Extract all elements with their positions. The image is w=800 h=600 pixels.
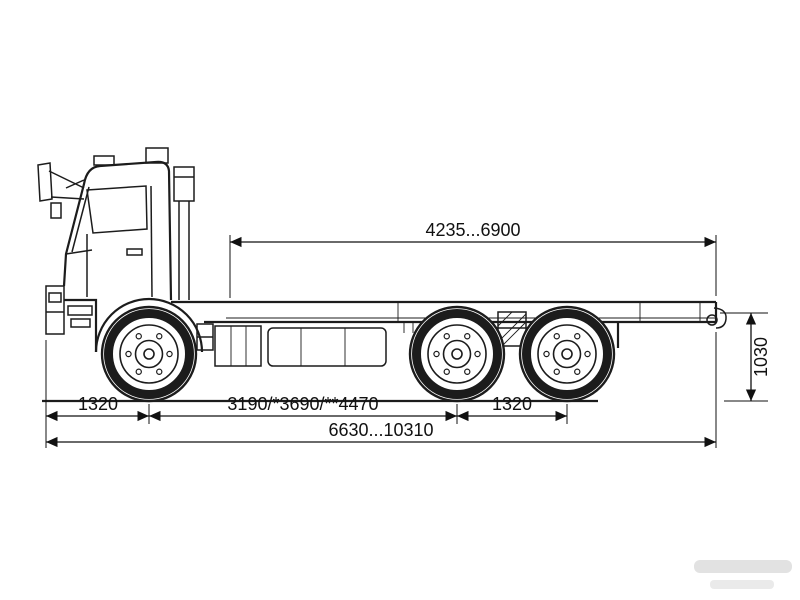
chassis-frame xyxy=(171,300,718,333)
front-overhang-label: 1320 xyxy=(78,394,118,414)
tow-hook-curve xyxy=(713,307,727,329)
door-handle xyxy=(126,248,143,256)
roof-intake-box xyxy=(145,147,169,164)
cab-sill xyxy=(64,298,98,352)
battery-box xyxy=(214,325,262,367)
truck-drawing xyxy=(37,147,727,401)
frame-height-label: 1030 xyxy=(751,337,771,377)
sun-visor xyxy=(65,179,85,189)
mirror-glass xyxy=(37,162,53,202)
rear-wheel-2 xyxy=(520,307,614,401)
front-bumper xyxy=(45,285,65,335)
frame-length-label: 4235...6900 xyxy=(425,220,520,240)
bogie-spacing-label: 1320 xyxy=(492,394,532,414)
tow-hook xyxy=(706,307,727,329)
side-window xyxy=(86,185,148,234)
dim-frame-height: 1030 xyxy=(720,312,771,402)
battery-box-ribs xyxy=(230,326,247,366)
watermark-bar-2 xyxy=(710,580,774,589)
windshield-edge xyxy=(71,186,90,253)
dimensions: 4235...6900 1030 1320 3190/*3690/**4470 … xyxy=(45,220,771,448)
fuel-tank xyxy=(267,327,387,367)
headlight xyxy=(48,292,62,303)
fuel-tank-straps xyxy=(300,328,346,366)
tow-hook-eye xyxy=(706,314,718,326)
balancer-hatch xyxy=(497,311,527,347)
door-seam-rear xyxy=(150,185,153,298)
front-wheel xyxy=(102,307,196,401)
watermark xyxy=(694,560,792,589)
battery-box-body xyxy=(214,325,262,367)
fuel-tank-body xyxy=(267,327,387,367)
air-intake-head xyxy=(173,166,195,202)
frame-height-witness-lines xyxy=(720,312,768,402)
mirror-secondary xyxy=(50,202,62,219)
dim-bottom-rows: 1320 3190/*3690/**4470 1320 6630...10310 xyxy=(45,332,717,448)
frame-length-witness-lines xyxy=(229,235,717,298)
stack-pipe xyxy=(178,201,190,300)
mirror-arms xyxy=(48,170,85,200)
watermark-bar-1 xyxy=(694,560,792,573)
cab-step-lower xyxy=(70,318,91,328)
spring-hanger-ticks xyxy=(403,322,414,333)
cab-step-upper xyxy=(67,305,93,316)
dim-frame-length: 4235...6900 xyxy=(229,220,717,298)
overall-length-label: 6630...10310 xyxy=(328,420,433,440)
wheelbase-label: 3190/*3690/**4470 xyxy=(227,394,378,414)
roof-marker-box xyxy=(93,155,115,166)
cowl-line xyxy=(65,249,93,255)
rear-wheel-1 xyxy=(410,307,504,401)
cab-outline xyxy=(62,160,173,301)
crossmember-ticks xyxy=(397,302,701,322)
exhaust-stack xyxy=(173,166,214,351)
